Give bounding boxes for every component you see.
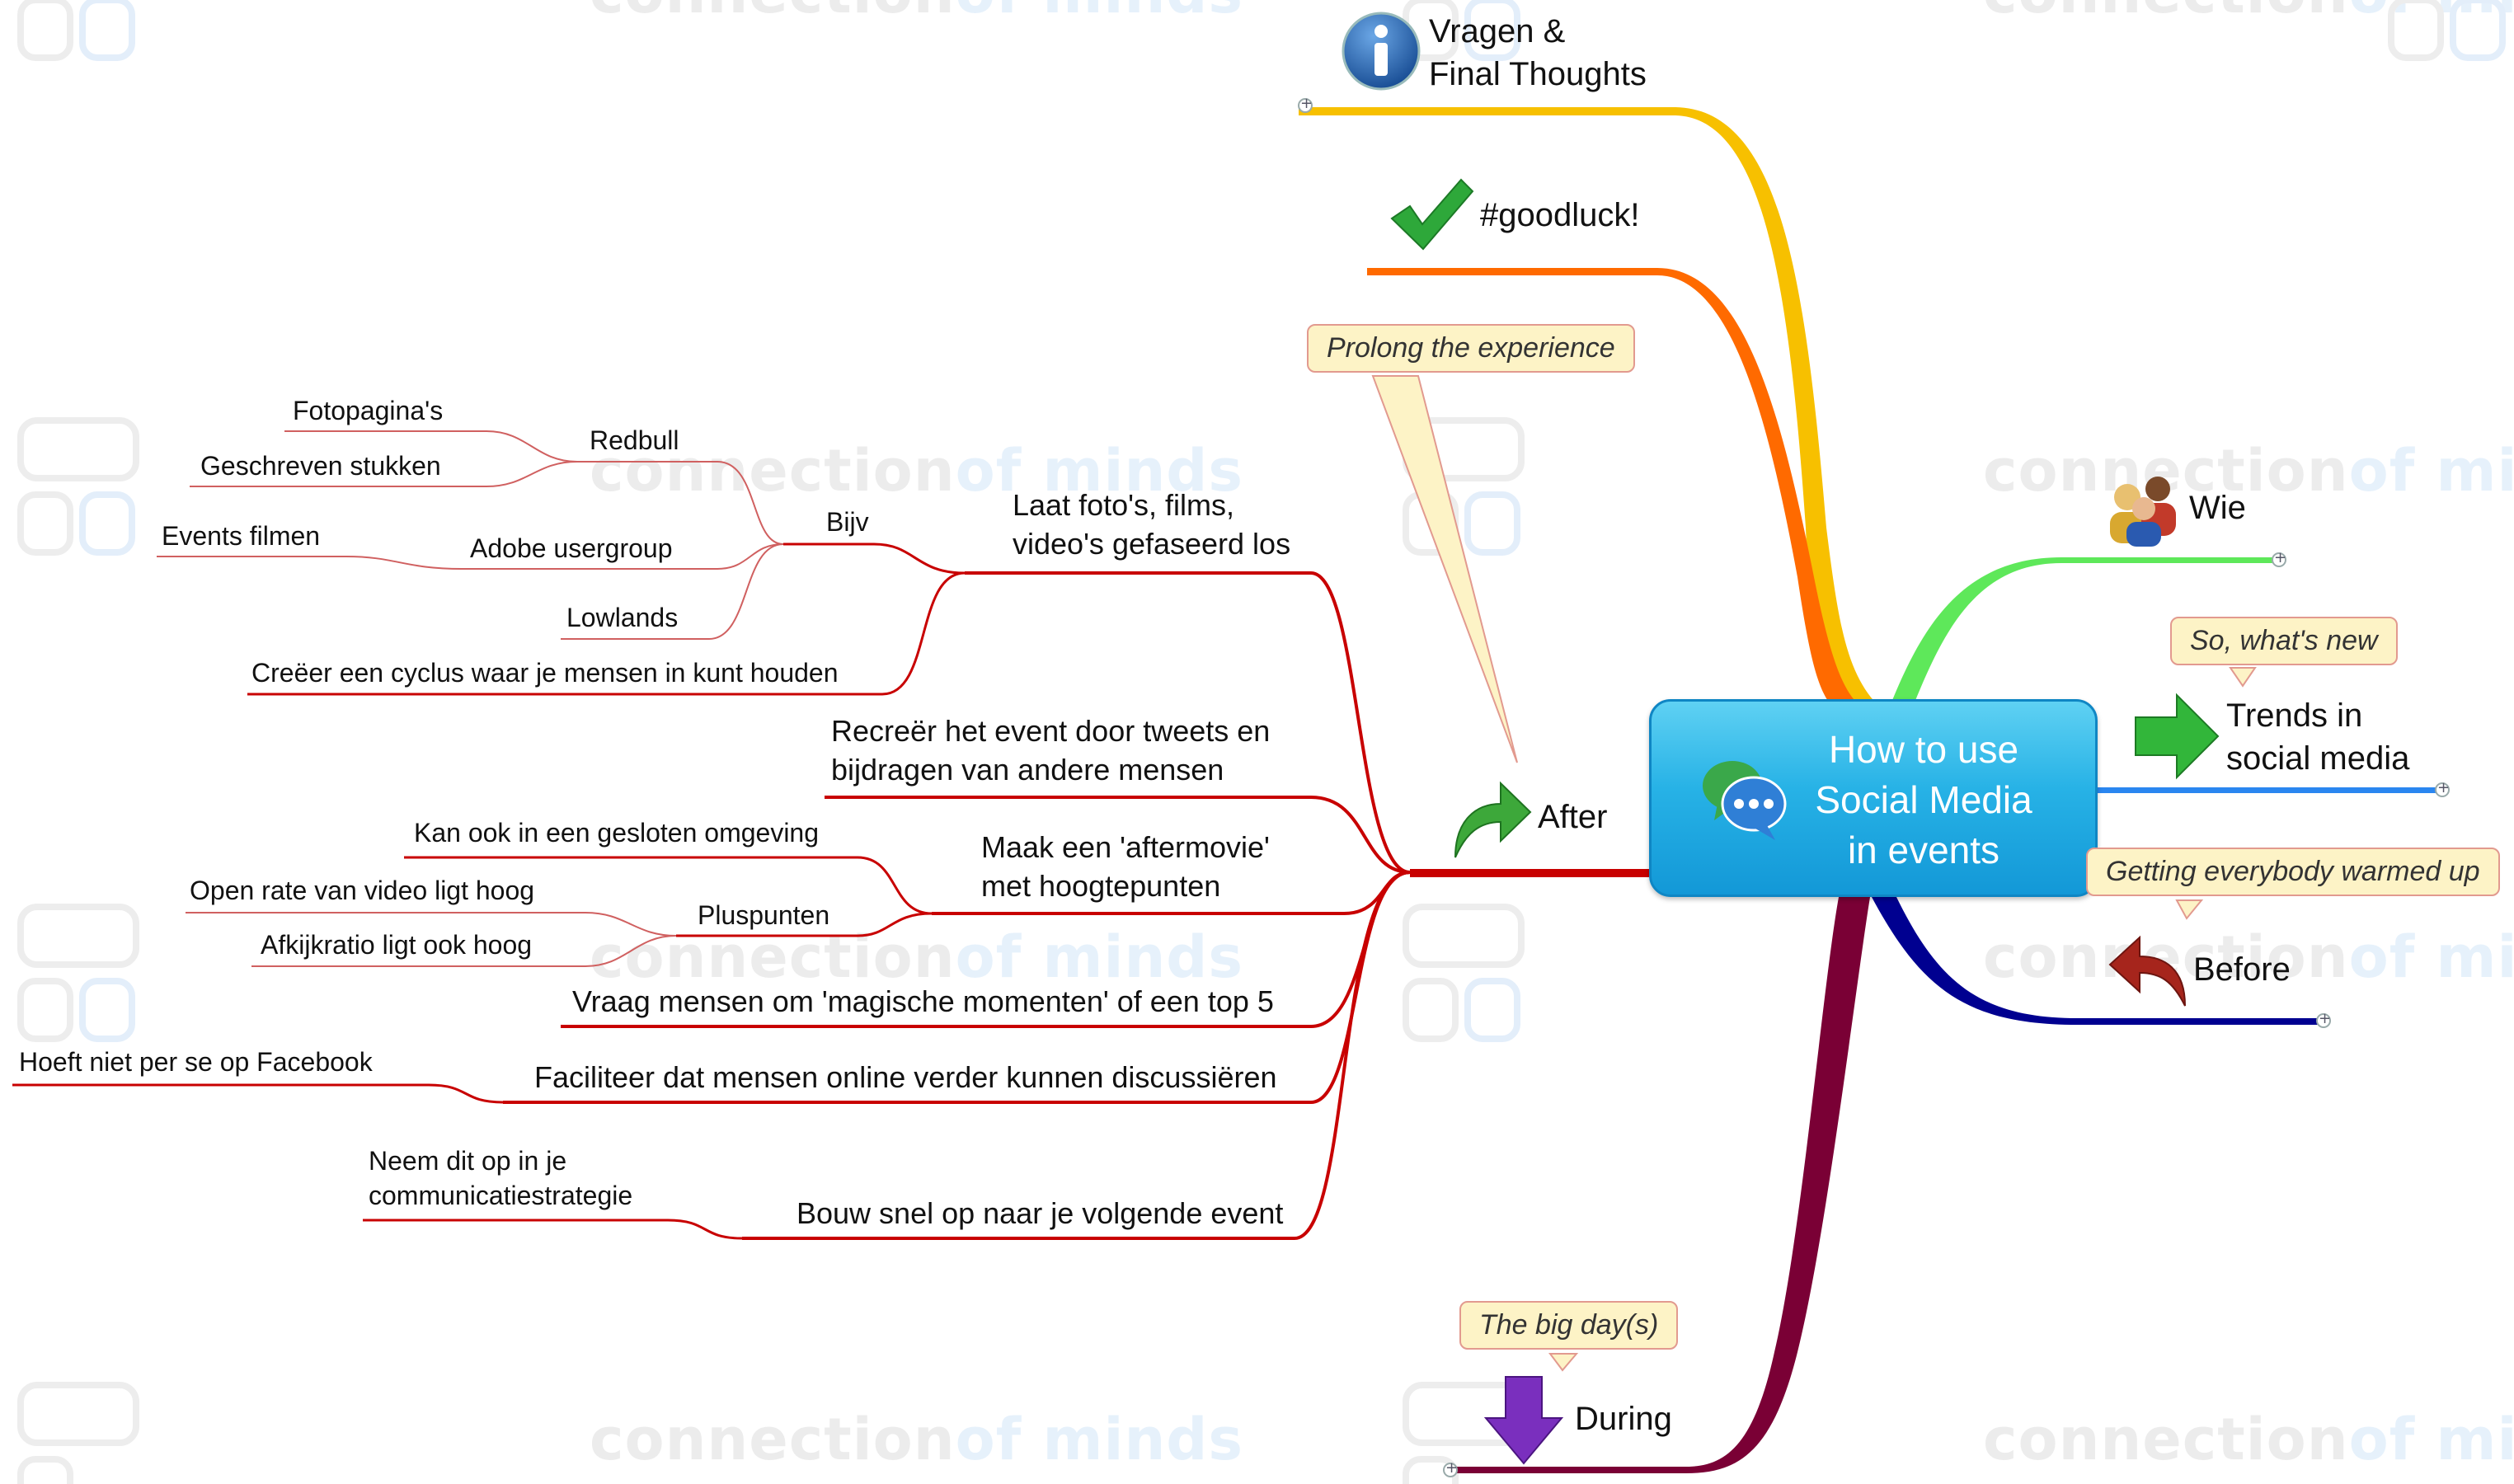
branch-line-after	[1410, 869, 1649, 877]
callout-before: Getting everybody warmed up	[2086, 848, 2500, 896]
leaf-line-afkijk	[251, 935, 677, 967]
leaf-creeer[interactable]: Creëer een cyclus waar je mensen in kunt…	[251, 658, 839, 688]
leaf-bijv[interactable]: Bijv	[826, 507, 869, 537]
topic-faciliteer[interactable]: Faciliteer dat mensen online verder kunn…	[534, 1060, 1277, 1094]
leaf-neem-line1: Neem dit op in je	[369, 1146, 567, 1176]
expand-toggle-trends[interactable]	[2435, 779, 2450, 797]
leaf-line-open-rate	[186, 912, 677, 937]
leaf-lowlands[interactable]: Lowlands	[566, 603, 679, 632]
callout-pointer-prolong	[1371, 375, 1518, 763]
callout-trends: So, what's new	[2170, 617, 2398, 665]
topic-recreeer-line2: bijdragen van andere mensen	[831, 752, 1224, 787]
leaf-line-lowlands	[561, 543, 784, 640]
after-sub-line-recreeer	[825, 796, 1411, 874]
watermark-logo-icon	[17, 417, 139, 556]
topic-bouw[interactable]: Bouw snel op naar je volgende event	[796, 1196, 1284, 1230]
leaf-line-pluspunten	[676, 912, 933, 937]
watermark-text: connectionof minds	[590, 1406, 1244, 1473]
leaf-redbull[interactable]: Redbull	[590, 425, 679, 455]
vragen-label-line1: Vragen &	[1429, 13, 1566, 49]
topic-laat[interactable]: Laat foto's, films, video's gefaseerd lo…	[1013, 486, 1290, 564]
expand-toggle-before[interactable]	[2316, 1010, 2331, 1028]
callout-after: Prolong the experience	[1307, 324, 1635, 373]
watermark-text: connectionof minds	[590, 0, 1243, 26]
topic-vraag[interactable]: Vraag mensen om 'magische momenten' of e…	[572, 984, 1274, 1018]
people-icon	[2110, 477, 2176, 547]
leaf-fotopaginas[interactable]: Fotopagina's	[293, 396, 444, 425]
topic-aftermovie-line1: Maak een 'aftermovie'	[981, 830, 1270, 864]
leaf-gesloten[interactable]: Kan ook in een gesloten omgeving	[414, 818, 820, 848]
central-topic[interactable]: How to use Social Media in events	[1649, 699, 2098, 897]
watermark-text: connectionof minds	[590, 437, 1244, 505]
leaf-facebook[interactable]: Hoeft niet per se op Facebook	[19, 1047, 373, 1077]
expand-toggle-wie[interactable]	[2272, 549, 2286, 567]
watermark-text: connectionof minds	[1983, 923, 2514, 991]
watermark-text: connectionof minds	[1983, 1406, 2514, 1473]
purple-down-arrow-icon	[1483, 1376, 1564, 1465]
vragen-label-line2: Final Thoughts	[1429, 56, 1647, 92]
leaf-line-creeer	[247, 571, 966, 696]
callout-pointer-trends	[2229, 667, 2257, 688]
after-sub-line-bouw	[742, 871, 1411, 1240]
leaf-geschreven[interactable]: Geschreven stukken	[200, 451, 441, 481]
chat-bubbles-icon	[1703, 761, 1787, 840]
trends-label-line1: Trends in	[2226, 697, 2363, 734]
watermark-text: connectionof minds	[590, 923, 1244, 991]
topic-aftermovie[interactable]: Maak een 'aftermovie' met hoogtepunten	[981, 829, 1270, 906]
leaf-neem[interactable]: Neem dit op in je communicatiestrategie	[369, 1144, 632, 1213]
watermark-logo-icon	[17, 0, 135, 61]
callout-pointer-before	[2175, 899, 2204, 920]
branch-line-trends	[2094, 787, 2441, 793]
watermark-logo-icon	[17, 904, 139, 1042]
leaf-line-gesloten	[404, 856, 933, 915]
watermark-logo-icon	[1403, 904, 1525, 1042]
watermark-logo-icon	[17, 1382, 139, 1484]
green-curved-arrow-icon	[1454, 781, 1532, 858]
checkmark-icon	[1390, 178, 1474, 251]
green-arrow-right-icon	[2135, 693, 2220, 780]
topic-laat-line2: video's gefaseerd los	[1013, 526, 1291, 561]
topic-laat-line1: Laat foto's, films,	[1013, 488, 1234, 522]
callout-pointer-during	[1548, 1353, 1579, 1372]
leaf-line-geschreven	[190, 461, 578, 487]
info-icon	[1342, 12, 1421, 91]
watermark-logo-icon	[2388, 0, 2506, 61]
branch-label-during[interactable]: During	[1575, 1401, 1672, 1437]
topic-recreeer-line1: Recreër het event door tweets en	[831, 714, 1271, 748]
leaf-line-redbull	[577, 461, 784, 545]
leaf-adobe[interactable]: Adobe usergroup	[470, 533, 673, 563]
after-sub-line-laat	[965, 571, 1411, 874]
expand-toggle-vragen[interactable]	[1298, 95, 1313, 113]
central-title: How to use Social Media in events	[1815, 728, 2032, 872]
leaf-line-facebook	[12, 1083, 504, 1104]
branch-label-goodluck[interactable]: #goodluck!	[1480, 197, 1640, 233]
leaf-line-bijv	[783, 542, 966, 575]
leaf-events-filmen[interactable]: Events filmen	[162, 521, 321, 551]
callout-during: The big day(s)	[1459, 1301, 1679, 1350]
leaf-line-adobe	[462, 543, 784, 570]
expand-toggle-during[interactable]	[1443, 1459, 1458, 1477]
branch-label-vragen[interactable]: Vragen & Final Thoughts	[1429, 10, 1647, 96]
leaf-line-events-filmen	[157, 556, 463, 570]
leaf-neem-line2: communicatiestrategie	[369, 1180, 633, 1210]
topic-aftermovie-line2: met hoogtepunten	[981, 868, 1221, 903]
branch-line-goodluck	[1367, 268, 1863, 709]
leaf-line-fotopaginas	[284, 430, 578, 463]
leaf-open-rate[interactable]: Open rate van video ligt hoog	[190, 876, 535, 905]
leaf-afkijk[interactable]: Afkijkratio ligt ook hoog	[261, 930, 533, 960]
topic-recreeer[interactable]: Recreër het event door tweets en bijdrag…	[831, 712, 1270, 790]
leaf-pluspunten[interactable]: Pluspunten	[698, 900, 830, 930]
trends-label-line2: social media	[2226, 740, 2410, 777]
branch-label-wie[interactable]: Wie	[2189, 490, 2246, 526]
leaf-line-neem	[363, 1219, 743, 1240]
branch-label-before[interactable]: Before	[2193, 951, 2291, 988]
branch-label-after[interactable]: After	[1538, 799, 1608, 835]
branch-label-trends[interactable]: Trends in social media	[2226, 694, 2409, 780]
watermark-text: connectionof minds	[1983, 437, 2514, 505]
red-curved-arrow-icon	[2108, 935, 2186, 1007]
